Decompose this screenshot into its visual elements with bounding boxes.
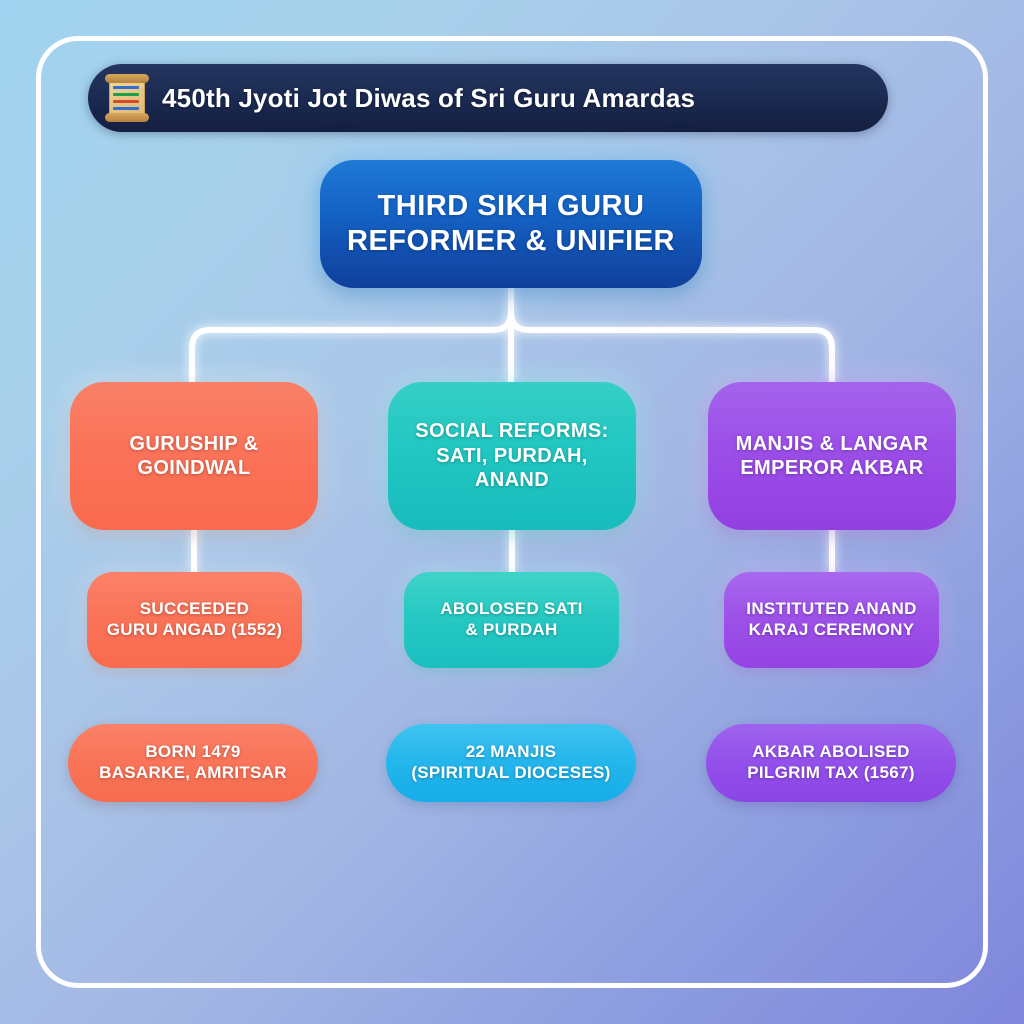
node-pill-pilgrim-tax-line1: AKBAR ABOLISED (752, 742, 910, 762)
node-sub-anand-karaj-ceremony-line2: KARAJ CEREMONY (748, 620, 915, 639)
node-sub-abolished-sati-purdah-line2: & PURDAH (465, 620, 558, 639)
node-pill-22-manjis-line2: (SPIRITUAL DIOCESES) (411, 763, 611, 782)
node-pill-born-1479-line2: BASARKE, AMRITSAR (99, 763, 287, 782)
node-branch-guruship[interactable]: GURUSHIP & GOINDWAL (70, 382, 318, 530)
node-branch-social-reforms-line1: SOCIAL REFORMS: (415, 420, 609, 443)
node-sub-succeeded-guru-angad-line2: GURU ANGAD (1552) (106, 620, 283, 639)
node-branch-social-reforms[interactable]: SOCIAL REFORMS: SATI, PURDAH, ANAND (388, 382, 636, 530)
node-pill-22-manjis-line1: 22 MANJIS (465, 742, 557, 762)
node-main-line2: REFORMER & UNIFIER (347, 225, 675, 257)
scroll-icon (104, 73, 150, 123)
node-branch-manjis-langar[interactable]: MANJIS & LANGAR EMPEROR AKBAR (708, 382, 956, 530)
node-branch-guruship-line1: GURUSHIP & (129, 432, 259, 455)
node-sub-anand-karaj-ceremony-line1: INSTITUTED ANAND (746, 599, 917, 619)
node-pill-born-1479-line1: BORN 1479 (145, 742, 241, 762)
node-pill-pilgrim-tax[interactable]: AKBAR ABOLISED PILGRIM TAX (1567) (706, 724, 956, 802)
node-branch-manjis-langar-line1: MANJIS & LANGAR (735, 432, 929, 455)
page-title: 450th Jyoti Jot Diwas of Sri Guru Amarda… (162, 82, 696, 113)
node-pill-pilgrim-tax-line2: PILGRIM TAX (1567) (747, 763, 915, 782)
outer-frame (36, 36, 988, 988)
node-sub-anand-karaj-ceremony[interactable]: INSTITUTED ANAND KARAJ CEREMONY (724, 572, 939, 668)
node-main-root[interactable]: THIRD SIKH GURU REFORMER & UNIFIER (320, 160, 702, 288)
node-pill-born-1479[interactable]: BORN 1479 BASARKE, AMRITSAR (68, 724, 318, 802)
node-branch-social-reforms-line2: SATI, PURDAH, ANAND (436, 444, 588, 492)
node-sub-succeeded-guru-angad[interactable]: SUCCEEDED GURU ANGAD (1552) (87, 572, 302, 668)
node-sub-succeeded-guru-angad-line1: SUCCEEDED (139, 599, 250, 619)
node-branch-manjis-langar-line2: EMPEROR AKBAR (740, 457, 924, 479)
node-sub-abolished-sati-purdah[interactable]: ABOLOSED SATI & PURDAH (404, 572, 619, 668)
node-sub-abolished-sati-purdah-line1: ABOLOSED SATI (440, 599, 583, 619)
node-main-line1: THIRD SIKH GURU (377, 189, 645, 222)
node-branch-guruship-line2: GOINDWAL (137, 457, 251, 479)
node-pill-22-manjis[interactable]: 22 MANJIS (SPIRITUAL DIOCESES) (386, 724, 636, 802)
title-bar: 450th Jyoti Jot Diwas of Sri Guru Amarda… (88, 64, 888, 132)
